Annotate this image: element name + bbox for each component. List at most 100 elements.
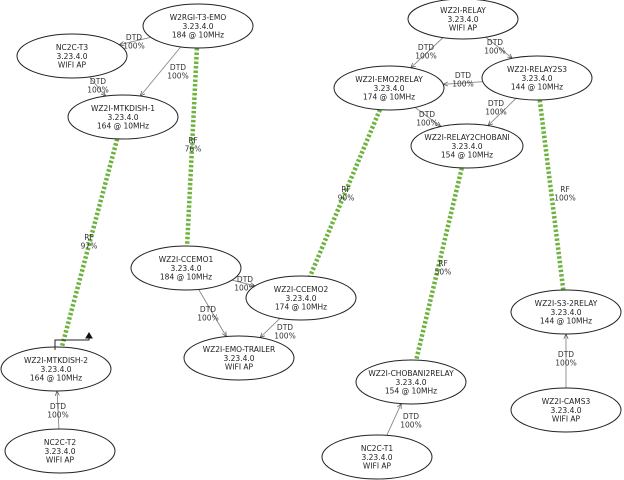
node-ellipse	[355, 359, 467, 405]
node-ellipse	[67, 94, 179, 140]
edge-rf-e11	[308, 108, 382, 278]
node-ellipse	[142, 3, 254, 49]
node-version: 3.23.4.0	[285, 294, 316, 303]
node-ellipse	[321, 434, 433, 480]
node-ellipse	[510, 387, 622, 433]
edge-rf-e12	[537, 99, 566, 291]
node-detail: 184 @ 10MHz	[172, 31, 224, 40]
node-ellipse	[183, 335, 295, 381]
node-name: NC2C-T1	[361, 444, 393, 453]
node-name: NC2C-T2	[44, 438, 76, 447]
node-version: 3.23.4.0	[395, 378, 426, 387]
node-ellipse	[16, 33, 128, 79]
node-ellipse	[4, 428, 116, 474]
node-name: WZ2I-EMO2RELAY	[355, 75, 423, 84]
node-ellipse	[0, 346, 112, 392]
node-ellipse	[481, 55, 593, 101]
edge-wired-e10	[414, 107, 441, 126]
node-version: 3.23.4.0	[182, 22, 213, 31]
node-name: W2RGI-T3-EMO	[170, 13, 227, 22]
node-ellipse	[510, 289, 622, 335]
node-ellipse	[407, 0, 519, 40]
node-version: 3.23.4.0	[550, 406, 581, 415]
node-ellipse	[410, 123, 524, 169]
node-detail: WIFI AP	[58, 61, 87, 70]
node-version: 3.23.4.0	[44, 447, 75, 456]
node-version: 3.23.4.0	[373, 84, 404, 93]
node-version: 3.23.4.0	[107, 113, 138, 122]
node-name: WZ2I-MTKDISH-2	[24, 356, 88, 365]
node-detail: 144 @ 10MHz	[540, 317, 592, 326]
edge-rf-e13	[414, 167, 464, 361]
edge-wired-e9	[488, 98, 517, 125]
node-detail: WIFI AP	[363, 462, 392, 471]
node-ellipse	[245, 275, 357, 321]
node-version: 3.23.4.0	[361, 453, 392, 462]
edge-wired-e15	[198, 289, 227, 336]
node-version: 3.23.4.0	[447, 15, 478, 24]
node-version: 3.23.4.0	[521, 74, 552, 83]
edge-wired-e7	[485, 36, 513, 58]
node-detail: WIFI AP	[449, 24, 478, 33]
node-name: WZ2I-CAMS3	[542, 397, 591, 406]
node-detail: 174 @ 10MHz	[275, 303, 327, 312]
node-version: 3.23.4.0	[56, 52, 87, 61]
node-name: NC2C-T3	[56, 43, 88, 52]
edge-wired-e1	[119, 36, 151, 44]
node-detail: 174 @ 10MHz	[363, 93, 415, 102]
node-version: 3.23.4.0	[451, 142, 482, 151]
edge-rf-e4	[184, 47, 200, 247]
node-detail: 164 @ 10MHz	[97, 122, 149, 131]
node-name: WZ2I-RELAY2CHOBANI	[424, 133, 509, 142]
node-ellipse	[130, 245, 242, 291]
node-detail: 164 @ 10MHz	[30, 374, 82, 383]
node-name: WZ2I-RELAY	[440, 6, 486, 15]
edge-wired-e3	[89, 76, 105, 96]
node-name: WZ2I-MTKDISH-1	[91, 104, 155, 113]
node-name: WZ2I-RELAY2S3	[507, 65, 567, 74]
edge-wired-e18	[57, 391, 59, 430]
node-name: WZ2I-EMO-TRAILER	[203, 345, 276, 354]
edge-wired-e19	[386, 404, 402, 436]
corner-marker	[54, 332, 93, 350]
edge-wired-e6	[411, 37, 444, 68]
node-ellipse	[333, 65, 445, 111]
node-name: WZ2I-S3-2RELAY	[535, 299, 598, 308]
node-detail: WIFI AP	[46, 456, 75, 465]
node-detail: 154 @ 10MHz	[441, 151, 493, 160]
